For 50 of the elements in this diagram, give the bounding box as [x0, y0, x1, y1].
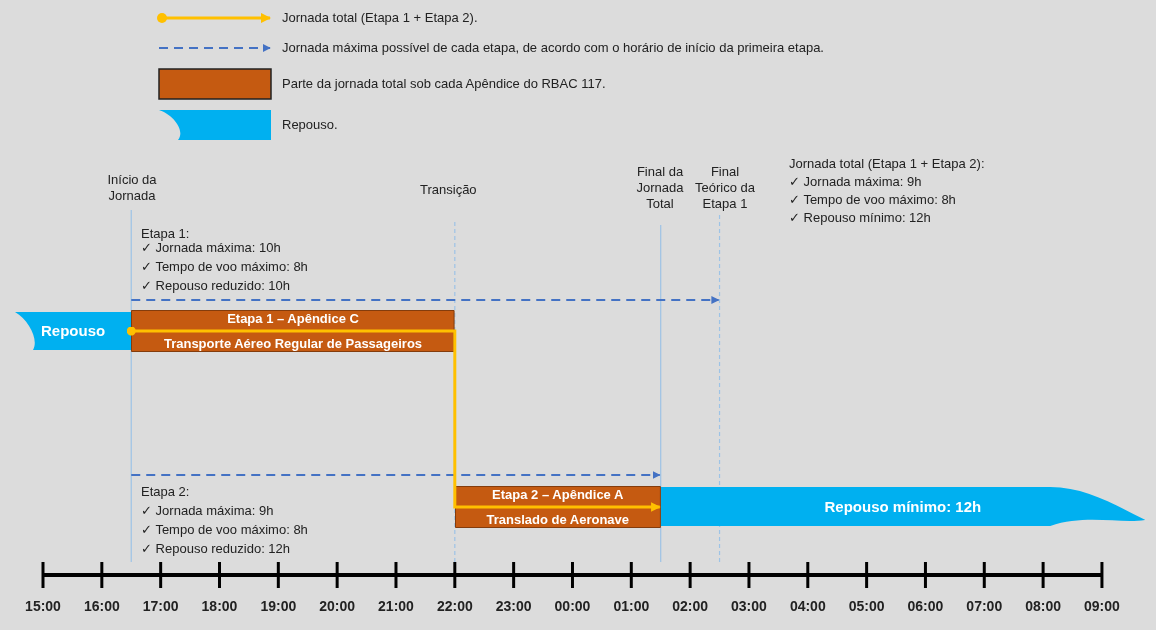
time-tick-label: 15:00 — [24, 598, 62, 614]
node-label: Etapa 2 – Apêndice A — [491, 486, 625, 503]
stage-bar — [454, 486, 661, 528]
legend-text: Jornada máxima possível de cada etapa, de acordo com o horário de início da primeira etapa. — [282, 40, 824, 56]
time-tick-label: 09:00 — [1083, 598, 1121, 614]
event-label: Final da Jornada Total — [635, 164, 685, 212]
event-label: Final Teórico da Etapa 1 — [695, 164, 755, 212]
summary-heading: Etapa 1: — [141, 226, 190, 242]
time-tick-label: 16:00 — [82, 598, 121, 614]
time-tick-label: 23:00 — [494, 598, 533, 614]
event-label: Transição — [420, 182, 477, 198]
time-tick-label: 08:00 — [1024, 598, 1062, 614]
time-tick-label: 22:00 — [435, 598, 474, 614]
node-label: Transporte Aéreo Regular de Passageiros — [162, 335, 424, 352]
checklist-item: ✓ Repouso mínimo: 12h — [789, 210, 931, 226]
legend-text: Jornada total (Etapa 1 + Etapa 2). — [282, 10, 478, 26]
node-label: Translado de Aeronave — [485, 511, 631, 528]
checklist-item: ✓ Jornada máxima: 9h — [789, 174, 922, 190]
time-tick-label: 19:00 — [259, 598, 298, 614]
node-label: Etapa 1 – Apêndice C — [226, 310, 360, 327]
time-tick-label: 07:00 — [965, 598, 1004, 614]
checklist-item: ✓ Jornada máxima: 10h — [141, 240, 281, 256]
stage-bar — [131, 310, 455, 352]
time-tick-label: 18:00 — [200, 598, 239, 614]
summary-heading: Jornada total (Etapa 1 + Etapa 2): — [789, 156, 985, 172]
legend-text: Parte da jornada total sob cada Apêndice do RBAC 117. — [282, 76, 606, 92]
time-tick-label: 06:00 — [906, 598, 945, 614]
time-tick-label: 02:00 — [671, 598, 710, 614]
legend-text: Repouso. — [282, 117, 338, 133]
checklist-item: ✓ Tempo de voo máximo: 8h — [141, 522, 308, 538]
checklist-item: ✓ Repouso reduzido: 12h — [141, 541, 291, 557]
node-label: Repouso — [40, 321, 107, 341]
time-tick-label: 20:00 — [318, 598, 357, 614]
rest-period-shape — [660, 487, 1145, 526]
checklist-item: ✓ Tempo de voo máximo: 8h — [141, 259, 308, 275]
time-tick-label: 00:00 — [553, 598, 592, 614]
time-tick-label: 03:00 — [730, 598, 768, 614]
node-label: Repouso mínimo: 12h — [823, 497, 983, 517]
timeline-arrow — [126, 326, 661, 512]
time-tick-label: 01:00 — [612, 598, 651, 614]
event-label: Início da Jornada — [106, 172, 158, 204]
time-tick-label: 05:00 — [847, 598, 886, 614]
time-tick-label: 04:00 — [788, 598, 827, 614]
rest-period-shape — [15, 312, 132, 350]
checklist-item: ✓ Repouso reduzido: 10h — [141, 278, 291, 294]
summary-heading: Etapa 2: — [141, 484, 190, 500]
checklist-item: ✓ Tempo de voo máximo: 8h — [789, 192, 956, 208]
time-tick-label: 17:00 — [141, 598, 180, 614]
checklist-item: ✓ Jornada máxima: 9h — [141, 503, 274, 519]
time-tick-label: 21:00 — [377, 598, 415, 614]
